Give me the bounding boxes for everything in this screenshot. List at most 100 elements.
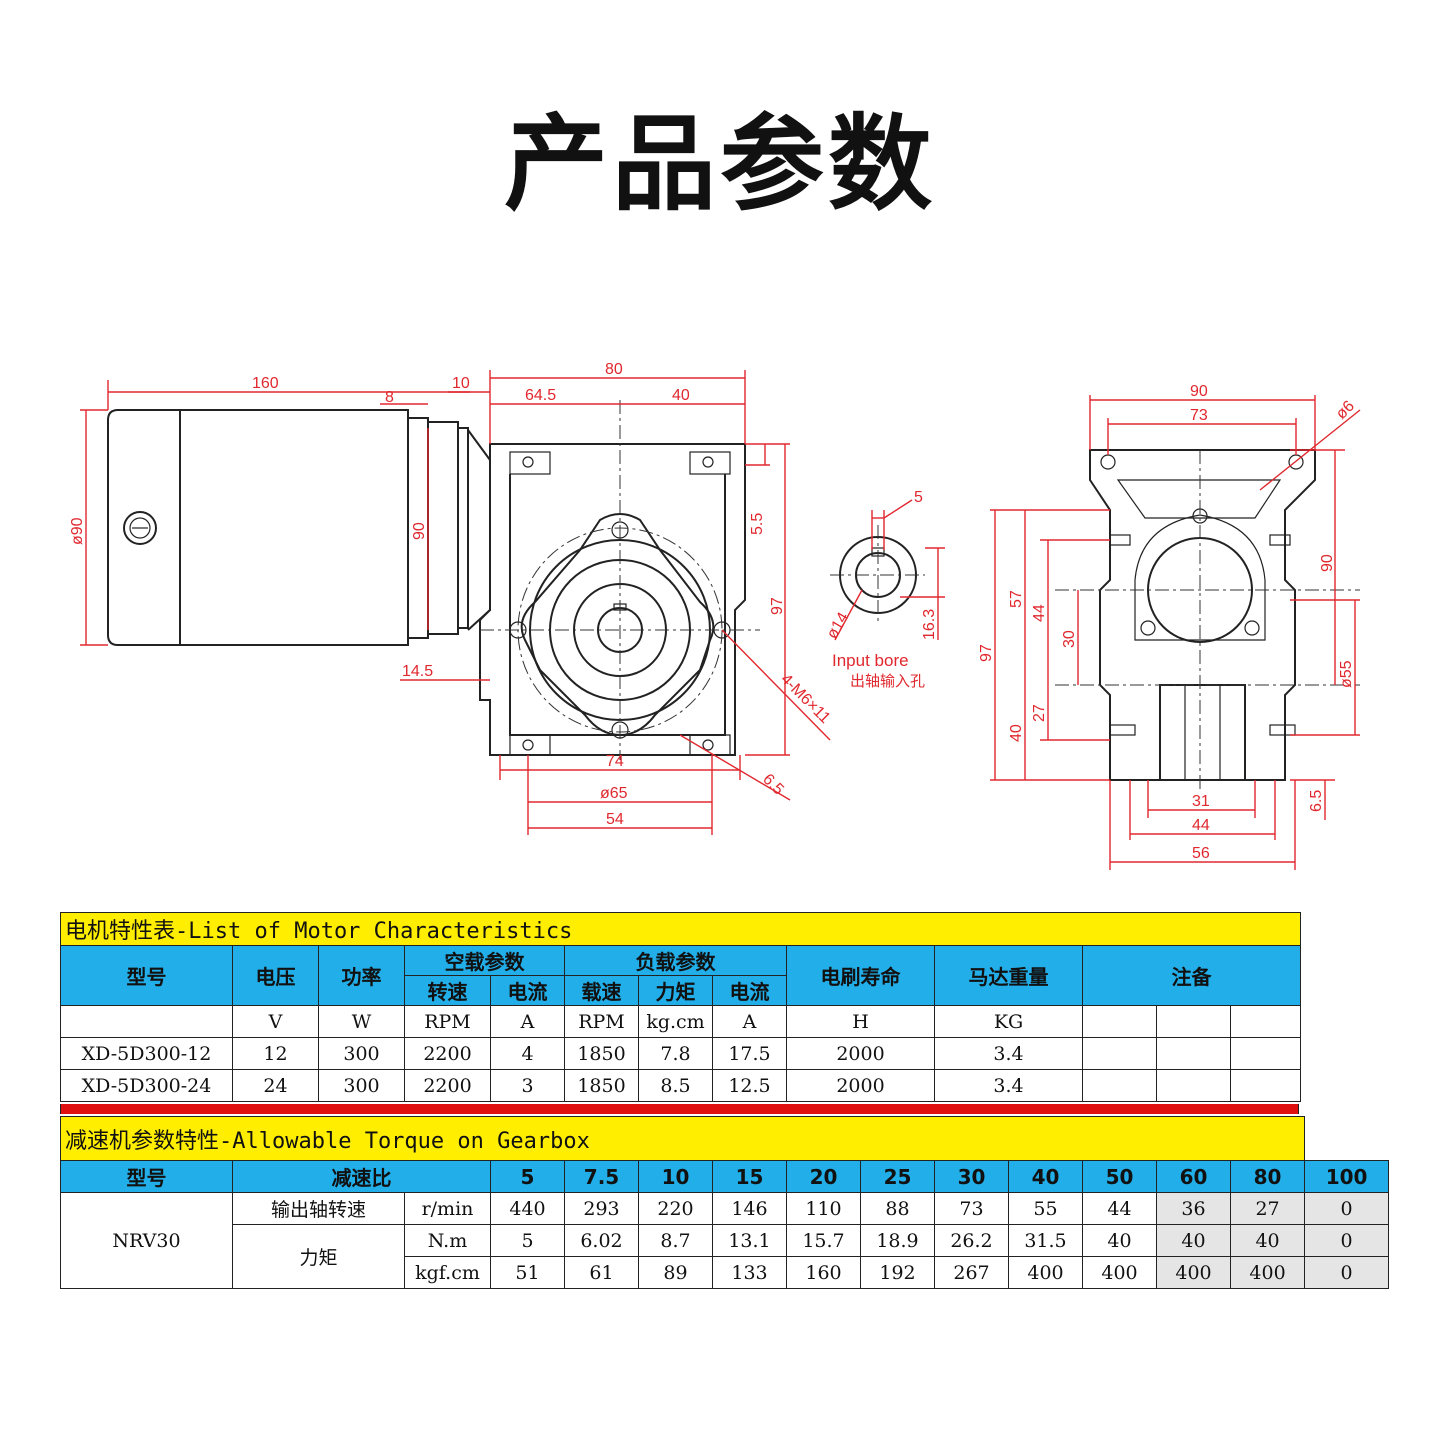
table-cell [1156,1037,1231,1070]
ratio-cell: 20 [786,1160,861,1193]
table-cell: 26.2 [934,1224,1009,1257]
table-cell: 36 [1156,1192,1231,1225]
table-cell: 8.5 [638,1069,713,1102]
ratio-cell: 30 [934,1160,1009,1193]
table-cell: 15.7 [786,1224,861,1257]
ratio-cell: 7.5 [564,1160,639,1193]
dim-side-dia6: ø6 [1333,398,1358,423]
dim-side-30: 30 [1061,630,1078,648]
header-load-speed: 载速 [564,975,639,1006]
dim-5-5: 5.5 [749,513,766,535]
table-cell: 12 [232,1037,319,1070]
table-cell: 400 [1008,1256,1083,1289]
table-cell [1229,1037,1302,1070]
table-cell: 160 [786,1256,861,1289]
dim-97: 97 [769,597,786,615]
table-cell [1156,1005,1231,1038]
table-cell: 146 [712,1192,787,1225]
dim-side-44: 44 [1031,604,1048,622]
table-cell: 293 [564,1192,639,1225]
table-cell [1229,1069,1302,1102]
header-load-current: 电流 [712,975,787,1006]
dim-dia14: ø14 [824,610,853,642]
table-cell: 40 [1229,1224,1306,1257]
table-cell: 400 [1156,1256,1231,1289]
header-model: 型号 [60,945,233,1006]
table-cell: 1850 [564,1037,639,1070]
table-cell: 31.5 [1008,1224,1083,1257]
page-title: 产品参数 [503,103,936,225]
table-cell [1082,1069,1157,1102]
technical-drawing: 160 10 8 80 64.5 40 ø90 90 5.5 97 14.5 7… [69,361,1361,870]
table-cell: RPM [564,1005,639,1038]
dim-side-56: 56 [1192,845,1210,862]
header-ratio: 减速比 [232,1160,491,1193]
table-cell: 192 [860,1256,935,1289]
table-cell: 51 [490,1256,565,1289]
header-current: 电流 [490,975,565,1006]
front-view: 160 10 8 80 64.5 40 ø90 90 5.5 97 14.5 7… [69,361,833,835]
table-cell: 89 [638,1256,713,1289]
table-cell: KG [934,1005,1083,1038]
table-cell: kg.cm [638,1005,713,1038]
dim-dia90: ø90 [69,517,86,545]
dim-side-40: 40 [1008,724,1025,742]
table-cell: XD-5D300-12 [60,1037,233,1070]
table-cell [1082,1037,1157,1070]
dim-74: 74 [606,753,624,770]
table-cell: 300 [318,1037,405,1070]
table-row: NRV30 输出轴转速 r/min 440 293 220 146 110 88… [60,1192,1390,1289]
dim-dia65: ø65 [600,785,628,802]
table-cell: 40 [1082,1224,1157,1257]
header-gear-model: 型号 [60,1160,233,1193]
gear-model-cell: NRV30 [60,1192,233,1289]
dim-5: 5 [914,489,923,506]
dim-80: 80 [605,361,623,378]
header-brush-life: 电刷寿命 [786,945,935,1006]
motor-characteristics-table: 电机特性表-List of Motor Characteristics 型号 电… [59,912,1302,1102]
header-no-load: 空载参数 [404,945,565,976]
ratio-cell: 40 [1008,1160,1083,1193]
table-cell: 267 [934,1256,1009,1289]
dim-side-73: 73 [1190,407,1208,424]
header-voltage: 电压 [232,945,319,1006]
output-speed-label: 输出轴转速 [232,1192,405,1225]
table-cell: 300 [318,1069,405,1102]
table-cell: 18.9 [860,1224,935,1257]
ratio-cell: 25 [860,1160,935,1193]
dim-14-5: 14.5 [402,663,433,680]
table-cell: 40 [1156,1224,1231,1257]
dim-side-57: 57 [1008,590,1025,608]
motor-table-title: 电机特性表-List of Motor Characteristics [59,912,1302,946]
bore-view: 5 ø14 16.3 Input bore 出轴输入孔 [824,489,945,690]
header-power: 功率 [318,945,405,1006]
table-row: 力矩 N.m 5 6.02 8.7 13.1 15.7 18.9 26.2 31… [61,1224,1390,1289]
torque-label: 力矩 [232,1224,405,1289]
table-cell: 8.7 [638,1224,713,1257]
table-cell [1156,1069,1231,1102]
dim-64-5: 64.5 [525,387,556,404]
red-divider [60,1104,1299,1114]
ratio-cell: 15 [712,1160,787,1193]
table-row: XD-5D300-12 12 300 2200 4 1850 7.8 17.5 … [60,1037,1302,1070]
dim-side-dia55: ø55 [1338,660,1355,688]
ratio-cell: 10 [638,1160,713,1193]
table-row: kgf.cm 51 61 89 133 160 192 267 400 400 … [61,1256,1390,1289]
table-cell: RPM [404,1005,491,1038]
table-cell: 2000 [786,1069,935,1102]
table-cell: A [712,1005,787,1038]
table-cell: 44 [1082,1192,1157,1225]
table-cell [1082,1005,1157,1038]
table-cell: 88 [860,1192,935,1225]
unit-cell: N.m [404,1224,491,1257]
table-cell: 4 [490,1037,565,1070]
header-load: 负载参数 [564,945,787,976]
table-cell: 1850 [564,1069,639,1102]
dim-side-90-v: 90 [1319,554,1336,572]
table-cell: 0 [1304,1224,1390,1257]
dim-54: 54 [606,811,624,828]
table-cell: 3.4 [934,1069,1083,1102]
table-cell: 13.1 [712,1224,787,1257]
table-cell: 2200 [404,1037,491,1070]
ratio-cell: 80 [1229,1160,1306,1193]
